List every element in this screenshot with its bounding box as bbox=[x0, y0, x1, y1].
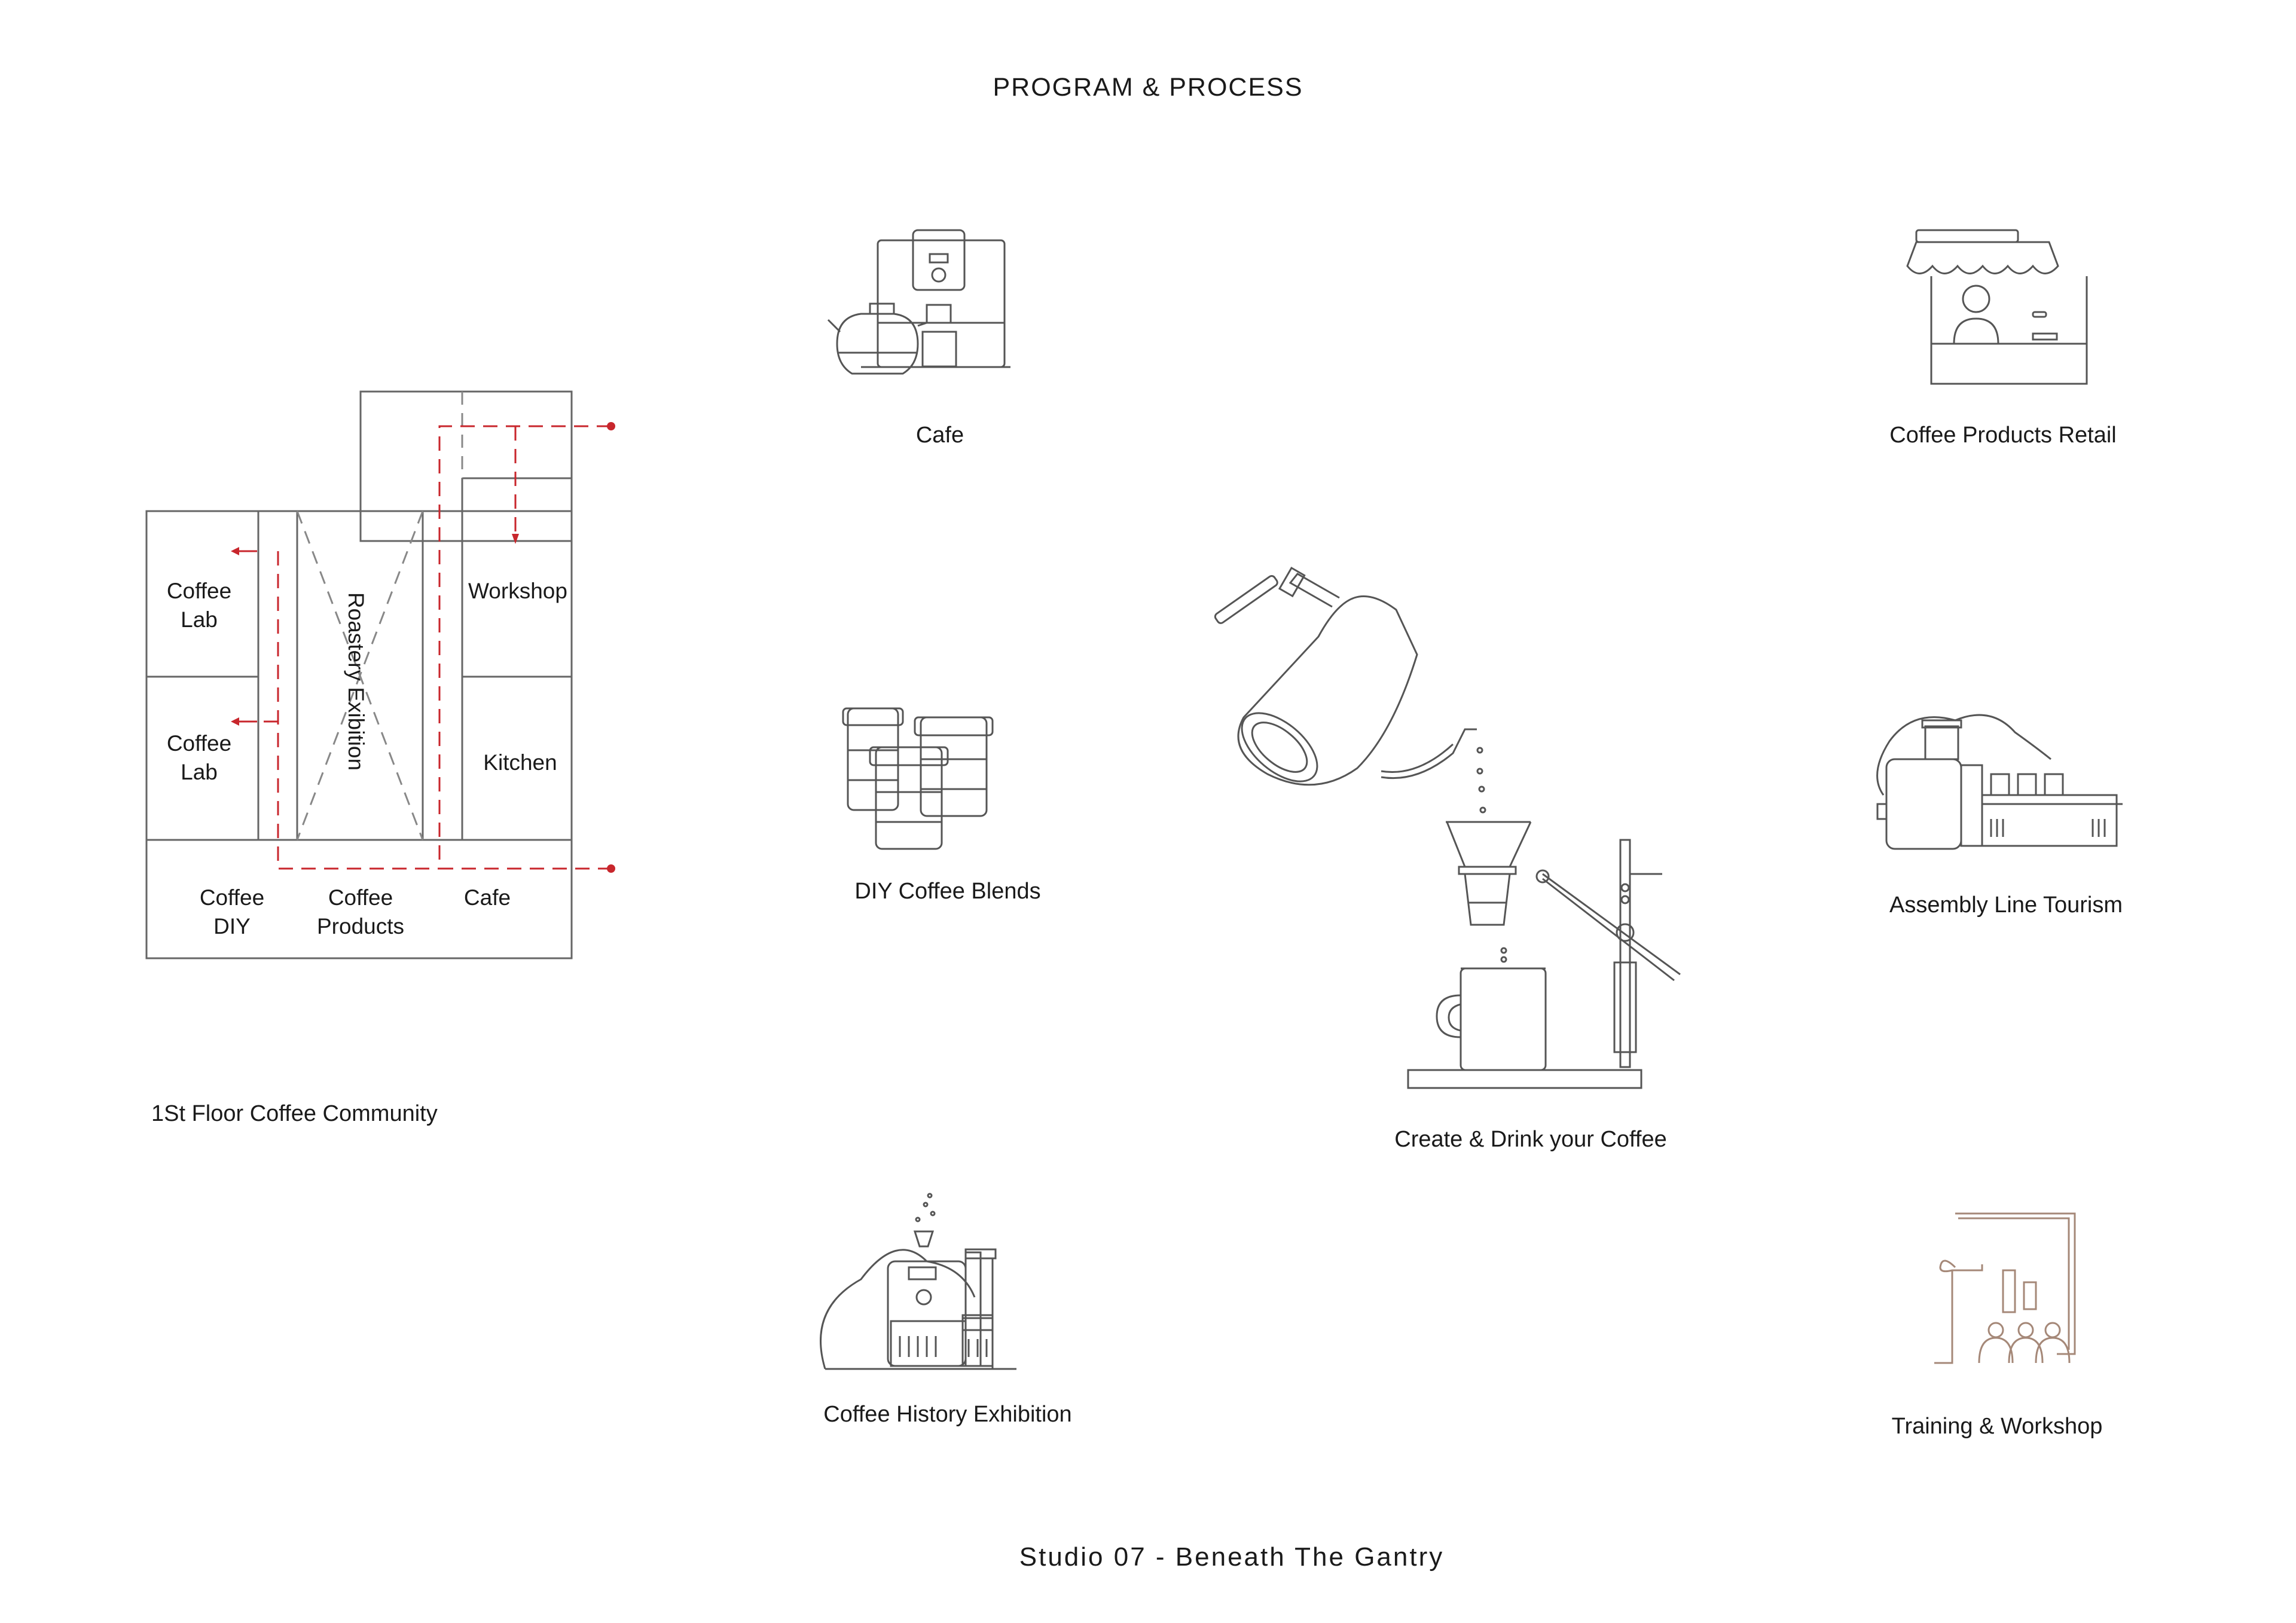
roastery-box bbox=[296, 510, 424, 841]
coffee-machine-icon bbox=[827, 229, 1010, 375]
room-coffee-lab-1: Coffee Lab bbox=[167, 577, 231, 634]
room-label-line: Coffee bbox=[199, 885, 265, 910]
page-footer: Studio 07 - Beneath The Gantry bbox=[1019, 1542, 1445, 1572]
room-label-line: Lab bbox=[181, 607, 218, 632]
room-label-line: Products bbox=[316, 914, 405, 939]
coffee-roaster-icon bbox=[820, 1193, 1016, 1370]
room-coffee-diy: Coffee DIY bbox=[200, 884, 264, 941]
circulation-route bbox=[258, 425, 611, 870]
program-label-training: Training & Workshop bbox=[1891, 1414, 2103, 1439]
program-label-cafe: Cafe bbox=[915, 423, 964, 448]
pour-over-kettle-icon bbox=[1214, 566, 1681, 1089]
route-markers bbox=[231, 422, 615, 873]
room-kitchen: Kitchen bbox=[483, 750, 557, 775]
program-label-history: Coffee History Exhibition bbox=[823, 1402, 1072, 1427]
floor-plan-caption: 1St Floor Coffee Community bbox=[151, 1101, 438, 1126]
room-label-line: DIY bbox=[213, 914, 251, 939]
arrow-down-icon bbox=[512, 534, 519, 544]
room-coffee-lab-2: Coffee Lab bbox=[167, 729, 231, 787]
assembly-line-icon bbox=[1876, 714, 2123, 850]
room-cafe: Cafe bbox=[463, 885, 511, 910]
room-label-line: Lab bbox=[181, 760, 218, 784]
room-roastery-exhibition: Roastery Exibition bbox=[344, 592, 368, 771]
arrow-left-icon bbox=[231, 717, 239, 726]
page-title: PROGRAM & PROCESS bbox=[993, 73, 1303, 102]
room-label-line: Coffee bbox=[166, 579, 232, 603]
program-label-diy: DIY Coffee Blends bbox=[854, 879, 1041, 904]
arrow-left-icon bbox=[231, 547, 239, 555]
program-label-retail: Coffee Products Retail bbox=[1889, 423, 2117, 448]
program-label-create: Create & Drink your Coffee bbox=[1394, 1127, 1667, 1152]
route-endpoint-top bbox=[607, 422, 615, 430]
room-coffee-products: Coffee Products bbox=[317, 884, 404, 941]
room-label-line: Coffee bbox=[328, 885, 393, 910]
room-workshop: Workshop bbox=[468, 579, 567, 603]
market-stall-icon bbox=[1906, 229, 2088, 385]
floor-plan bbox=[145, 390, 573, 959]
route-endpoint-bottom bbox=[607, 864, 615, 873]
room-label-line: Coffee bbox=[166, 731, 232, 756]
program-label-assembly: Assembly Line Tourism bbox=[1889, 893, 2123, 918]
training-classroom-icon bbox=[1934, 1212, 2076, 1364]
plan-upper-block bbox=[359, 390, 573, 542]
coffee-cups-icon bbox=[842, 707, 994, 850]
